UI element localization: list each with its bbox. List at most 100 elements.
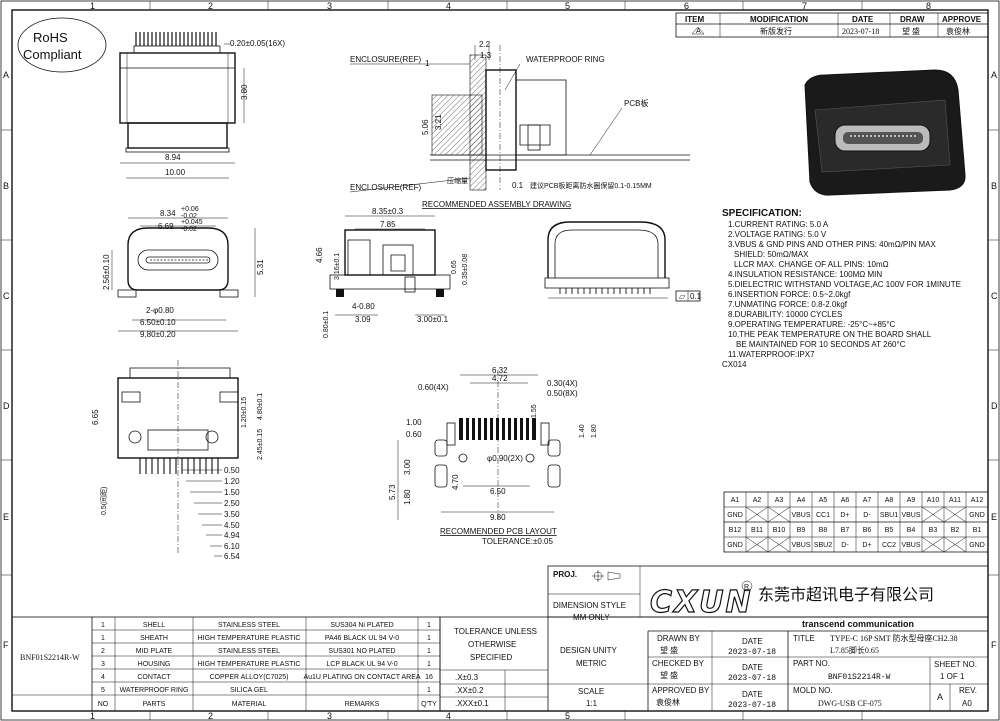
- bom-row-no: 3: [101, 661, 105, 668]
- side-dim-0-1: 0.1: [512, 181, 524, 190]
- tb-date-3: 2023-07-18: [728, 701, 776, 710]
- pin-cell: D-: [841, 542, 849, 549]
- pin-cell: GND: [969, 512, 985, 519]
- bottom-pitch-dims: 0.50 1.20 1.50 2.50 3.50 4.50 4.94 6.10 …: [182, 466, 240, 561]
- pin-cell: VBUS: [901, 542, 920, 549]
- front-view: 8.34 +0.06 -0.02 6.69 +0.045 -0.02 2.56±…: [102, 206, 265, 339]
- pin-cell: VBUS: [791, 542, 810, 549]
- label-enclosure-ref-bottom: ENCLOSURE(REF): [350, 183, 421, 192]
- spec-line-6: 4.INSULATION RESISTANCE: 100MΩ MIN: [728, 270, 882, 279]
- pcb-dim-4-72: 4.72: [492, 374, 508, 383]
- col-label-5: 5: [565, 1, 570, 11]
- pcb-dim-6-32: 6.32: [492, 366, 508, 375]
- pin-cell: SBU1: [880, 512, 898, 519]
- assembly-dim-3-00: 3.00±0.1: [417, 315, 449, 324]
- rev-approve: 袁俊林: [946, 26, 970, 36]
- spec-line-3: 3.VBUS & GND PINS AND OTHER PINS: 40mΩ/P…: [728, 240, 936, 249]
- pcb-dim-0-30-4x: 0.30(4X): [547, 379, 578, 388]
- pin-cell: A7: [863, 497, 872, 504]
- label-enclosure-ref-top: ENCLOSURE(REF): [350, 55, 421, 64]
- pcb-layout-view: 6.32 4.72 0.60(4X) 0.30(4X) 0.50(8X) 1.5…: [388, 366, 598, 546]
- top-view-pins: [133, 32, 221, 54]
- company-name-en: transcend communication: [802, 619, 914, 629]
- rev-date: 2023-07-18: [842, 27, 879, 36]
- col-label-2: 2: [208, 1, 213, 11]
- bottom-dim-6-65: 6.65: [91, 409, 100, 425]
- bom-row-remarks: SUS301 NO PLATED: [328, 648, 395, 655]
- pcb-dim-0-60-4x: 0.60(4X): [418, 383, 449, 392]
- rev-header-draw: DRAW: [900, 15, 925, 24]
- tb-dimension-style: DIMENSION STYLE: [553, 601, 626, 610]
- tb-title-line1: TYPE-C 16P SMT 防水型母座CH2.38: [830, 633, 958, 643]
- bom-row-material: HIGH TEMPERATURE PLASTIC: [198, 661, 301, 668]
- bom-header-remarks: REMARKS: [345, 701, 380, 708]
- row-label-d: D: [3, 401, 10, 411]
- pcb-tolerance: TOLERANCE:±0.05: [482, 537, 553, 546]
- tb-tolerance-2: OTHERWISE: [468, 640, 516, 649]
- assembly-dim-7-85: 7.85: [380, 220, 396, 229]
- bottom-dim-1-50: 1.50: [224, 488, 240, 497]
- front-dim-5-31: 5.31: [256, 259, 265, 275]
- bom-row-material: HIGH TEMPERATURE PLASTIC: [198, 635, 301, 642]
- rohs-line2: Compliant: [23, 47, 82, 62]
- pcb-layout-title: RECOMMENDED PCB LAYOUT: [440, 527, 557, 536]
- flatness-symbol: ▱: [679, 292, 686, 301]
- spec-line-8: 6.INSERTION FORCE: 0.5~2.0kgf: [728, 290, 851, 299]
- pin-cell: SBU2: [814, 542, 832, 549]
- pin-cell: A3: [775, 497, 784, 504]
- pin-cell: CC2: [882, 542, 896, 549]
- bom-row-part: SHEATH: [140, 635, 168, 642]
- pin-cell: B9: [797, 527, 806, 534]
- rev-draw: 望 盛: [902, 26, 920, 36]
- tb-size: A: [937, 692, 943, 702]
- pcb-dim-1-80-right: 1.80: [591, 424, 598, 438]
- tb-proj: PROJ.: [553, 570, 577, 579]
- bom-table: BNF01S2214R-W: [11, 616, 441, 712]
- row-label-f: F: [3, 640, 9, 650]
- front-dim-6-69-upper: +0.045: [181, 219, 203, 226]
- spec-line-2: 2.VOLTAGE RATING: 5.0 V: [728, 230, 827, 239]
- tb-date-label-3: DATE: [742, 690, 763, 699]
- pcb-pad-row: [434, 418, 561, 488]
- tb-tol-xxx: .XXX±0.1: [455, 699, 489, 708]
- tb-drawn-name: 望 盛: [660, 645, 678, 655]
- bottom-dim-2-50: 2.50: [224, 499, 240, 508]
- col-label-5-bottom: 5: [565, 711, 570, 721]
- pin-cell: A4: [797, 497, 806, 504]
- row-label-a-right: A: [991, 70, 997, 80]
- label-waterproof-ring: WATERPROOF RING: [526, 55, 605, 64]
- side-dim-2-2: 2.2: [479, 40, 491, 49]
- bom-row-no: 1: [101, 622, 105, 629]
- bom-row-qty: 1: [427, 648, 431, 655]
- pin-cell: A2: [753, 497, 762, 504]
- rev-header-date: DATE: [852, 15, 874, 24]
- tb-approved-by: APPROVED BY: [652, 686, 710, 695]
- side-curved-view: ▱ 0.1: [544, 221, 702, 302]
- rev-header-item: ITEM: [685, 15, 704, 24]
- pin-cell: A1: [731, 497, 740, 504]
- tb-tol-x: .X±0.3: [455, 673, 479, 682]
- row-zone-markers: A B C D E F A B C D E F: [1, 70, 999, 650]
- assembly-dim-0-35: 0.35±0.08: [462, 254, 469, 285]
- rev-item: A: [696, 28, 701, 35]
- bom-row-part: MID PLATE: [136, 648, 173, 655]
- pcb-dim-0-50-8x: 0.50(8X): [547, 389, 578, 398]
- pcb-dim-1-00: 1.00: [406, 418, 422, 427]
- tb-part-no: BNF01S2214R-W: [828, 673, 891, 682]
- assembly-view: RECOMMENDED ASSEMBLY DRAWING 8.35±0.3 7.…: [315, 200, 571, 338]
- pcb-dim-6-50: 6.50: [490, 487, 506, 496]
- pcb-dim-1-40: 1.40: [579, 424, 586, 438]
- pin-cell: D+: [840, 512, 849, 519]
- row-label-f-right: F: [991, 640, 997, 650]
- pin-cell: B3: [929, 527, 938, 534]
- pin-cell: GND: [969, 542, 985, 549]
- spec-line-9: 7.UNMATING FORCE: 0.8-2.0kgf: [728, 300, 848, 309]
- bottom-dim-6-54: 6.54: [224, 552, 240, 561]
- col-label-3: 3: [327, 1, 332, 11]
- tb-mold-no-label: MOLD NO.: [793, 686, 833, 695]
- pin-cell: CC1: [816, 512, 830, 519]
- revision-triangle-icon: [691, 26, 705, 35]
- bom-row-part: CONTACT: [137, 674, 171, 681]
